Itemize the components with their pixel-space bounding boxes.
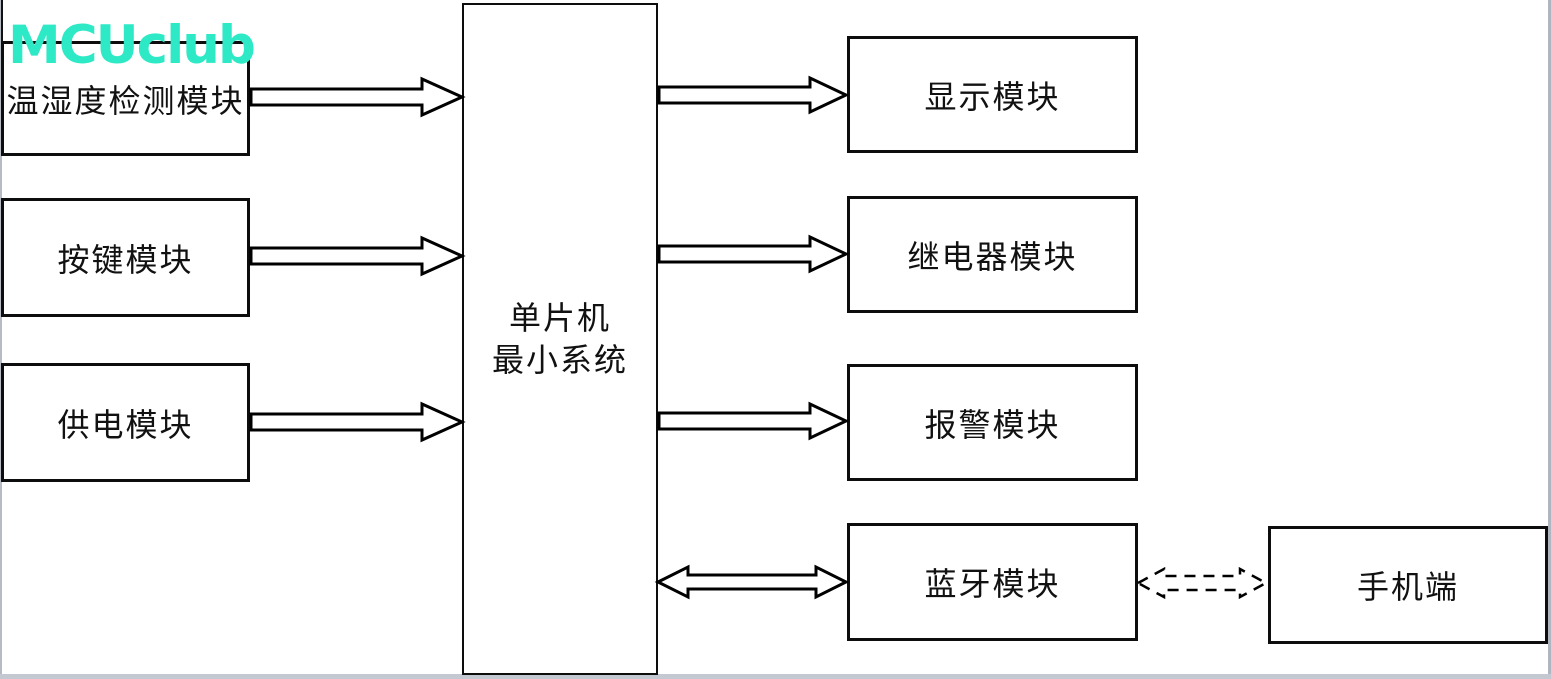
- module-label-alarm: 报警模块: [924, 406, 1061, 443]
- module-label-power: 供电模块: [57, 406, 194, 443]
- module-box-power: 供电模块: [1, 363, 250, 482]
- module-label-temp-humidity: 温湿度检测模块: [6, 82, 245, 119]
- arrow-keys-to-mcu: [249, 235, 466, 277]
- module-box-relay: 继电器模块: [847, 196, 1138, 313]
- module-label-relay: 继电器模块: [907, 238, 1078, 275]
- mcu-label-line2: 最小系统: [491, 342, 628, 378]
- module-label-keys: 按键模块: [57, 241, 194, 278]
- module-label-display: 显示模块: [924, 78, 1061, 115]
- arrow-mcu-to-relay: [657, 234, 850, 274]
- arrow-power-to-mcu: [249, 401, 466, 443]
- module-box-alarm: 报警模块: [847, 364, 1138, 481]
- module-label-mcu: 单片机 最小系统: [492, 297, 628, 381]
- module-box-display: 显示模块: [847, 36, 1138, 153]
- arrow-mcu-to-display: [657, 75, 850, 115]
- page-border-left: [0, 0, 2, 679]
- arrow-mcu-bluetooth-bidirectional: [654, 564, 850, 600]
- mcu-label-line1: 单片机: [508, 300, 611, 336]
- page-border-right: [1548, 0, 1551, 679]
- mcuclub-watermark: MCUclub: [8, 15, 256, 76]
- module-box-mcu-minimal-system: 单片机 最小系统: [462, 3, 658, 675]
- module-label-phone: 手机端: [1356, 569, 1459, 605]
- cropped-line-stub: [1, 0, 3, 42]
- module-box-keys: 按键模块: [1, 198, 250, 317]
- arrow-bluetooth-phone-dashed: [1135, 566, 1269, 600]
- page-border-bottom: [0, 674, 1551, 679]
- arrow-temp-humidity-to-mcu: [249, 76, 466, 118]
- module-box-phone: 手机端: [1268, 526, 1548, 644]
- arrow-mcu-to-alarm: [657, 401, 850, 441]
- module-label-bluetooth: 蓝牙模块: [924, 566, 1061, 602]
- module-box-bluetooth: 蓝牙模块: [847, 523, 1138, 641]
- module-box-temp-humidity: 温湿度检测模块: [1, 41, 250, 156]
